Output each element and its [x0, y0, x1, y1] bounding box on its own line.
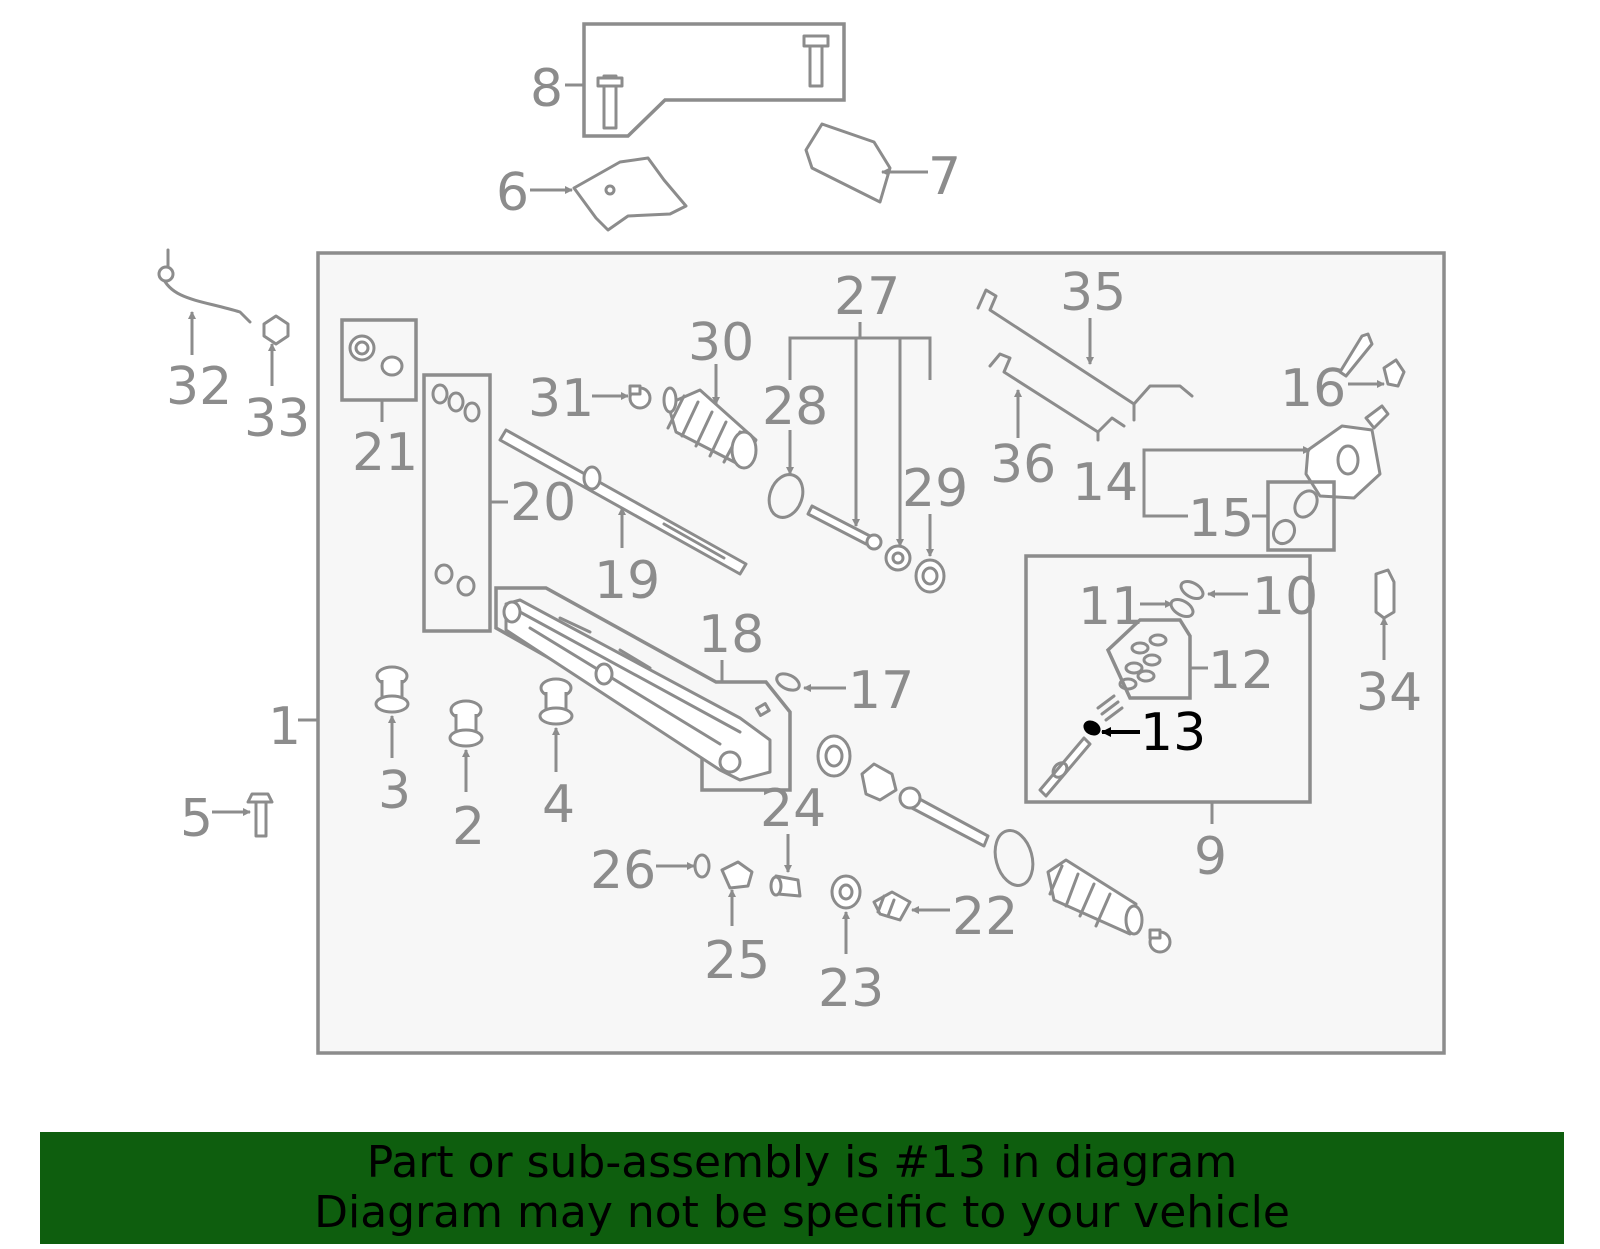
callout-20: 20 [510, 473, 576, 533]
callout-11: 11 [1078, 577, 1144, 637]
bracket-box-8 [582, 22, 846, 138]
gear-housing-18-icon [502, 598, 772, 782]
callout-22: 22 [952, 887, 1018, 947]
highlighted-part-13-icon [1083, 720, 1101, 736]
nut-33-icon [262, 314, 290, 346]
callout-4: 4 [542, 775, 575, 835]
washer-10-icon [1179, 579, 1205, 601]
callout-18: 18 [698, 605, 764, 665]
callout-31: 31 [528, 369, 594, 429]
callout-9: 9 [1194, 827, 1227, 887]
callout-14: 14 [1072, 453, 1138, 513]
callout-23: 23 [818, 959, 884, 1019]
tie-rod-end-32-icon [160, 248, 252, 324]
bushing-icon [860, 762, 898, 802]
callout-15: 15 [1188, 489, 1254, 549]
callout-27: 27 [834, 267, 900, 327]
bushing-2-icon [448, 699, 484, 748]
o-ring-26-icon [693, 853, 711, 879]
seal-box-21 [340, 318, 418, 402]
callout-26: 26 [590, 841, 656, 901]
bushing-4-icon [538, 677, 574, 726]
banner-line-disclaimer: Diagram may not be specific to your vehi… [314, 1187, 1290, 1238]
callout-36: 36 [990, 435, 1056, 495]
callout-17: 17 [848, 661, 914, 721]
callout-labels: 1 2 3 4 5 6 7 8 9 10 11 12 13 14 15 16 1… [166, 59, 1422, 1019]
info-banner: Part or sub-assembly is #13 in diagram D… [40, 1132, 1564, 1244]
callout-25: 25 [704, 931, 770, 991]
seal-ring-icon [816, 734, 852, 778]
callout-29: 29 [902, 459, 968, 519]
callout-24: 24 [760, 779, 826, 839]
callout-21: 21 [352, 423, 418, 483]
sensor-34-icon [1374, 568, 1396, 620]
boot-right-icon [1046, 858, 1172, 954]
callout-2: 2 [452, 797, 485, 857]
bolt-icon [596, 34, 830, 130]
valve-body-14-icon [1304, 404, 1390, 500]
callout-10: 10 [1252, 567, 1318, 627]
parts-diagram: 1 2 3 4 5 6 7 8 9 10 11 12 13 14 15 16 1… [157, 22, 1446, 1055]
snap-ring-28-icon [767, 473, 805, 519]
callout-34: 34 [1356, 663, 1422, 723]
assembly-panel [316, 251, 1446, 1055]
callout-3: 3 [378, 761, 411, 821]
pipe-35-icon [976, 288, 1194, 422]
pipe-36-icon [988, 352, 1126, 442]
callout-35: 35 [1060, 263, 1126, 323]
callout-13-highlighted: 13 [1140, 703, 1206, 763]
callout-1: 1 [268, 697, 301, 757]
o-ring-17-icon [775, 672, 801, 692]
callout-6: 6 [496, 163, 529, 223]
callout-19: 19 [594, 551, 660, 611]
shim-box-12 [1105, 618, 1192, 700]
callout-7: 7 [928, 147, 961, 207]
rack-shaft-19-icon [498, 428, 748, 576]
callout-12: 12 [1208, 641, 1274, 701]
seal-29-icon [914, 558, 946, 594]
tie-rod-box-9 [1024, 554, 1312, 804]
cap-23-icon [830, 874, 862, 910]
callout-8: 8 [530, 59, 563, 119]
spring-22-icon [872, 890, 912, 922]
callout-28: 28 [762, 377, 828, 437]
callout-33: 33 [244, 389, 310, 449]
clip-ring-icon [993, 829, 1035, 887]
bracket-7-icon [804, 122, 892, 204]
callout-32: 32 [166, 357, 232, 417]
bolt-5-icon [246, 792, 274, 838]
bushing-3-icon [374, 665, 410, 714]
clip-25-icon [720, 860, 754, 890]
bracket-6-icon [572, 156, 688, 232]
callout-5: 5 [180, 789, 213, 849]
boot-30-icon [662, 386, 758, 470]
callout-30: 30 [688, 313, 754, 373]
callout-16: 16 [1280, 359, 1346, 419]
valve-16-icon [1338, 332, 1406, 388]
banner-line-part: Part or sub-assembly is #13 in diagram [366, 1137, 1238, 1188]
